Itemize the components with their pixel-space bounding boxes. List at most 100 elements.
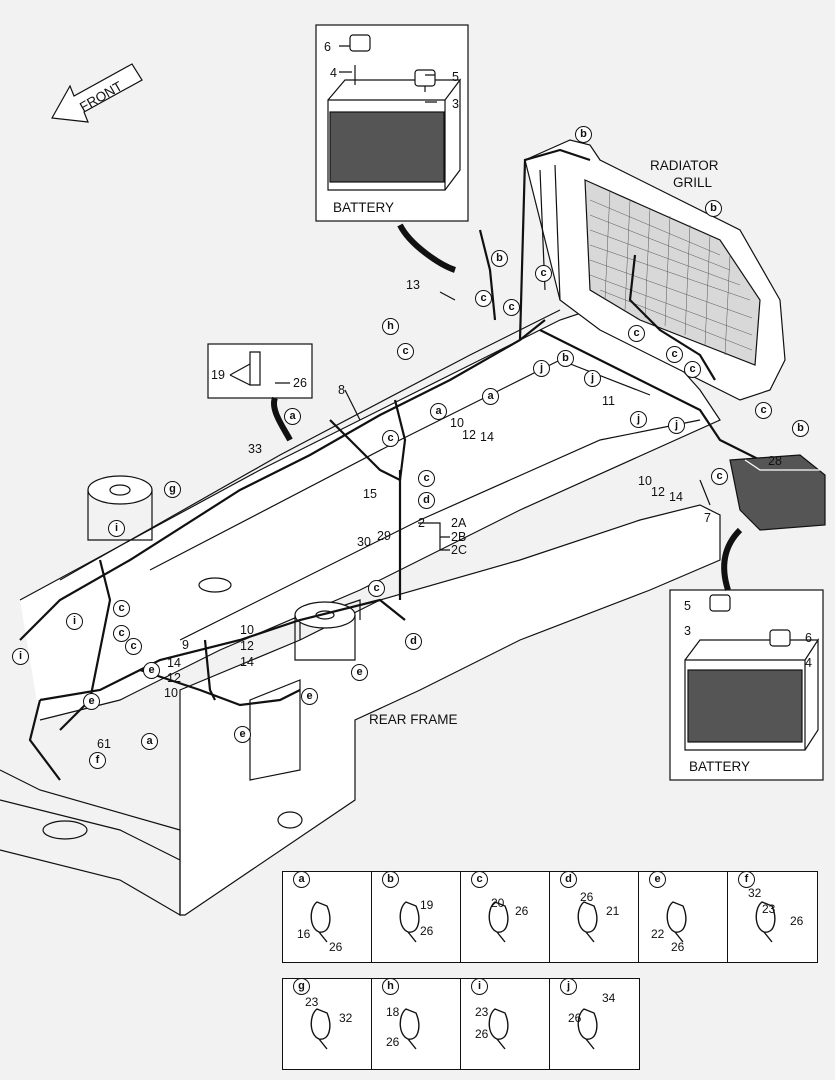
- part-number: 14: [167, 656, 181, 670]
- clamp-letter: h: [382, 318, 399, 335]
- legend-part-number: 18: [386, 1005, 400, 1019]
- radiator-grill-label-line2: GRILL: [673, 175, 713, 190]
- legend-letter: j: [560, 978, 577, 995]
- clamp-icon: [310, 1008, 331, 1050]
- part-number: 2A: [451, 516, 467, 530]
- part-number: 10: [450, 416, 464, 430]
- clamp-icon: [577, 901, 598, 943]
- clamp-letter: f: [89, 752, 106, 769]
- harness-grill: [628, 254, 716, 381]
- part-number: 14: [669, 490, 683, 504]
- legend-letter: e: [649, 871, 666, 888]
- part-number: 8: [338, 383, 345, 397]
- clamp-letter: c: [397, 343, 414, 360]
- clamp-letter: e: [301, 688, 318, 705]
- part-number: 2C: [451, 543, 467, 557]
- harness-main-lower: [39, 598, 406, 702]
- clamp-letter: i: [66, 613, 83, 630]
- part-number: 10: [638, 474, 652, 488]
- clamp-letter: j: [533, 360, 550, 377]
- part-number: 10: [240, 623, 254, 637]
- legend-part-number: 26: [386, 1035, 400, 1049]
- rear-frame-side-panel: [249, 679, 301, 781]
- clamp-letter: c: [113, 600, 130, 617]
- legend-letter: b: [382, 871, 399, 888]
- legend-letter: g: [293, 978, 310, 995]
- clamp-icon: [755, 901, 776, 943]
- radiator-grill-label-line1: RADIATOR: [650, 158, 719, 173]
- part-number: 7: [704, 511, 711, 525]
- part-number: 14: [240, 655, 254, 669]
- part-number: 19: [211, 368, 225, 382]
- part-number: 33: [248, 442, 262, 456]
- legend-part-number: 26: [420, 924, 434, 938]
- part-number: 12: [167, 671, 181, 685]
- clamp-letter: c: [666, 346, 683, 363]
- clamp-letter: c: [418, 470, 435, 487]
- clamp-letter: c: [382, 430, 399, 447]
- part-number: 5: [684, 599, 691, 613]
- harness-vertical: [518, 148, 591, 341]
- part-number: 13: [406, 278, 420, 292]
- legend-cell-i: i 23 26: [460, 978, 551, 1070]
- part-number: 4: [805, 656, 812, 670]
- clamp-letter: c: [125, 638, 142, 655]
- clamp-letter: c: [475, 290, 492, 307]
- part-number: 9: [182, 638, 189, 652]
- clamp-letter: a: [430, 403, 447, 420]
- part-number: 30: [357, 535, 371, 549]
- legend-part-number: 21: [606, 904, 620, 918]
- legend-letter: a: [293, 871, 310, 888]
- clamp-letter: d: [418, 492, 435, 509]
- part-number: 26: [293, 376, 307, 390]
- part-number: 12: [651, 485, 665, 499]
- clamp-letter: j: [584, 370, 601, 387]
- frame-rail-left: [19, 299, 721, 721]
- legend-part-number: 26: [671, 940, 685, 954]
- clamp-letter: i: [12, 648, 29, 665]
- clamp-letter: c: [503, 299, 520, 316]
- part-number: 28: [768, 454, 782, 468]
- clamp-letter: b: [792, 420, 809, 437]
- legend-letter: c: [471, 871, 488, 888]
- part-number: 61: [97, 737, 111, 751]
- clamp-letter: g: [164, 481, 181, 498]
- clamp-letter: c: [628, 325, 645, 342]
- part-number: 3: [684, 624, 691, 638]
- battery-top-label: BATTERY: [333, 200, 395, 215]
- legend-part-number: 26: [790, 914, 804, 928]
- part-number: 11: [602, 394, 615, 408]
- battery-bottom-label: BATTERY: [689, 759, 751, 774]
- clamp-icon: [399, 1008, 420, 1050]
- part-number: 14: [480, 430, 494, 444]
- legend-part-number: 26: [475, 1027, 489, 1041]
- legend-part-number: 26: [580, 890, 594, 904]
- part-number: 4: [330, 66, 337, 80]
- legend-letter: i: [471, 978, 488, 995]
- part-number: 12: [462, 428, 476, 442]
- clamp-letter: e: [143, 662, 160, 679]
- legend-part-number: 23: [305, 995, 319, 1009]
- clamp-letter: c: [368, 580, 385, 597]
- clamp-letter: b: [575, 126, 592, 143]
- clamp-icon: [310, 901, 331, 943]
- front-arrow: [51, 63, 143, 123]
- clamp-letter: c: [684, 361, 701, 378]
- legend-part-number: 23: [475, 1005, 489, 1019]
- legend-part-number: 32: [339, 1011, 353, 1025]
- legend-part-number: 34: [602, 991, 616, 1005]
- legend-letter: f: [738, 871, 755, 888]
- part-number: 5: [452, 70, 459, 84]
- legend-part-number: 32: [748, 886, 762, 900]
- harness-main-upper: [19, 319, 546, 641]
- legend-part-number: 26: [515, 904, 529, 918]
